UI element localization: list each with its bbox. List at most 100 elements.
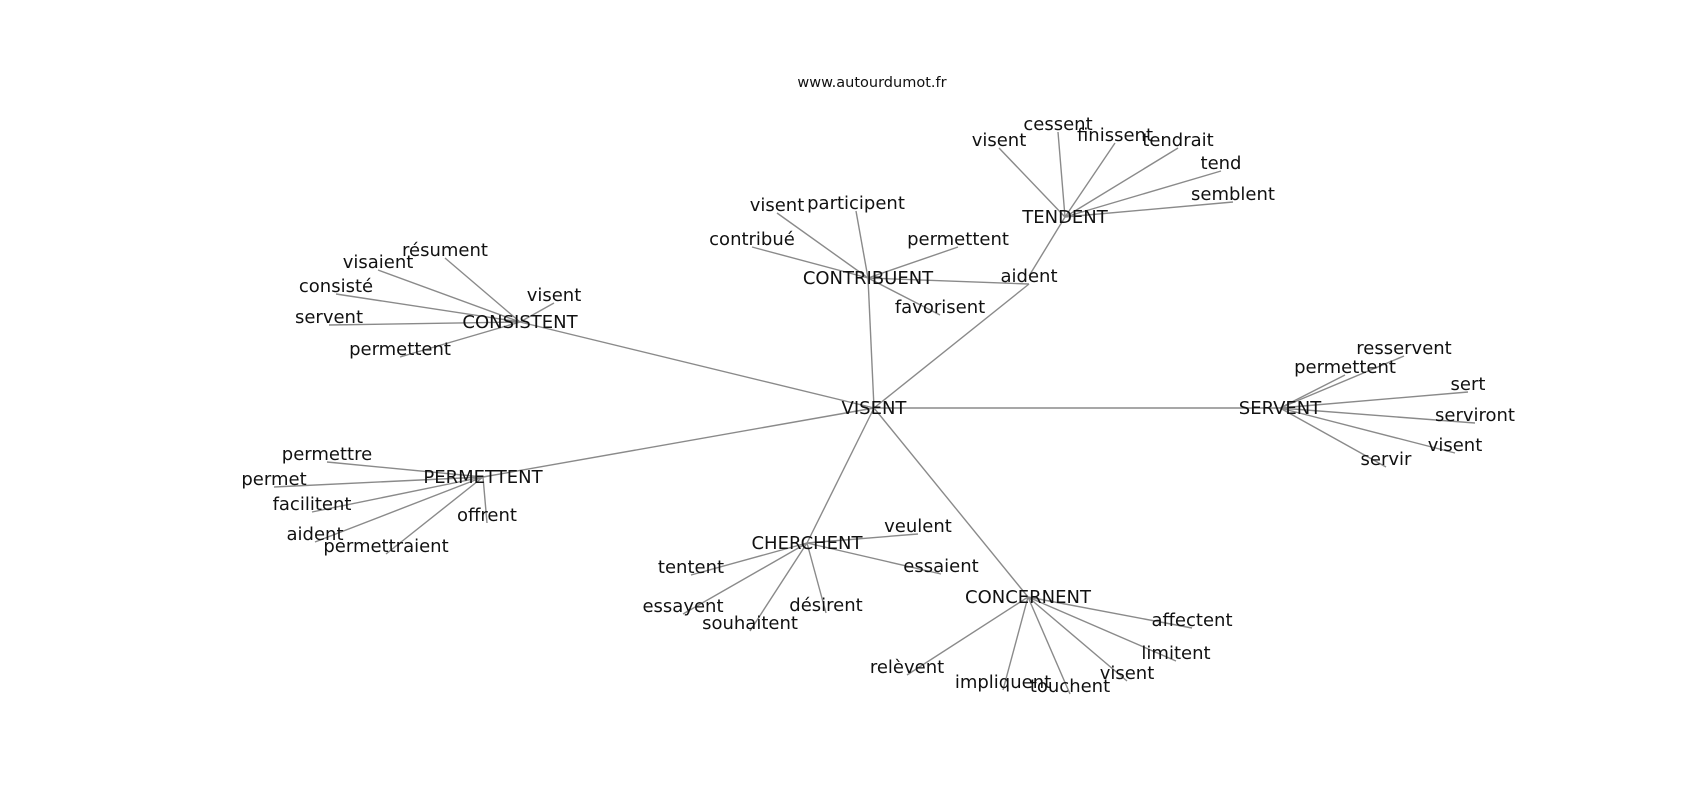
edge-consistent-consistent_servent bbox=[328, 321, 521, 326]
node-consistent-visaient: visaient bbox=[343, 252, 414, 273]
edge-consistent-consistent_visent bbox=[519, 302, 555, 323]
edge-servent-servent_servir bbox=[1279, 407, 1387, 468]
edge-root-contribuent bbox=[867, 277, 875, 409]
node-contribuent-contribue: contribué bbox=[709, 229, 795, 250]
edge-root-cherchent bbox=[806, 407, 875, 544]
edge-root-consistent bbox=[519, 321, 875, 409]
node-tendent-cessent: cessent bbox=[1023, 114, 1092, 135]
node-cherchent-essayent: essayent bbox=[642, 596, 723, 617]
node-concernent-visent: visent bbox=[1100, 663, 1155, 684]
node-consistent-consiste: consisté bbox=[299, 276, 373, 297]
node-tendent-semblent: semblent bbox=[1191, 184, 1275, 205]
edge-permettent-permettent_permettraient bbox=[385, 476, 484, 555]
edge-tendent-tendent_tendrait bbox=[1064, 147, 1179, 218]
node-servent-sert: sert bbox=[1451, 374, 1486, 395]
node-servent-serviront: serviront bbox=[1435, 405, 1515, 426]
node-permettent-offrent: offrent bbox=[457, 505, 517, 526]
edge-concernent-concernent_limitent bbox=[1027, 596, 1177, 662]
edge-permettent-permettent_aident bbox=[314, 476, 484, 543]
edge-cherchent-cherchent_souhaitent bbox=[749, 542, 808, 632]
edge-cherchent-cherchent_essaient bbox=[806, 542, 942, 575]
node-cherchent: CHERCHENT bbox=[751, 533, 863, 554]
node-tendent-visent: visent bbox=[972, 130, 1027, 151]
edge-concernent-concernent_impliquent bbox=[1002, 596, 1029, 691]
edge-servent-servent_resservent bbox=[1279, 355, 1405, 409]
edge-root-contribuent_aident bbox=[873, 283, 1030, 409]
edge-root-permettent bbox=[482, 407, 875, 478]
graph-edges bbox=[273, 131, 1476, 695]
edge-permettent-permettent_facilitent bbox=[311, 476, 484, 513]
node-root: VISENT bbox=[842, 398, 908, 419]
edge-tendent-tendent_finissent bbox=[1064, 142, 1116, 218]
node-servent-visent: visent bbox=[1428, 435, 1483, 456]
edge-tendent-tendent_cessent bbox=[1057, 131, 1066, 218]
node-permettent-aident: aident bbox=[287, 524, 344, 545]
node-concernent-impliquent: impliquent bbox=[955, 672, 1051, 693]
node-servent-servir: servir bbox=[1361, 449, 1413, 470]
node-tendent-tend: tend bbox=[1201, 153, 1242, 174]
edge-permettent-permettent_offrent bbox=[482, 476, 488, 524]
node-permettent: PERMETTENT bbox=[423, 467, 543, 488]
node-concernent-affectent: affectent bbox=[1152, 610, 1233, 631]
node-tendent: TENDENT bbox=[1021, 207, 1109, 228]
node-cherchent-essaient: essaient bbox=[903, 556, 978, 577]
edge-servent-servent_sert bbox=[1279, 391, 1469, 409]
node-servent-permettent: permettent bbox=[1294, 357, 1396, 378]
node-permettent-permettre: permettre bbox=[282, 444, 372, 465]
edge-tendent-tendent_tend bbox=[1064, 170, 1222, 218]
node-permettent-facilitent: facilitent bbox=[273, 494, 352, 515]
edge-consistent-consistent_visaient bbox=[377, 269, 521, 323]
node-servent-resservent: resservent bbox=[1356, 338, 1452, 359]
node-contribuent-favorisent: favorisent bbox=[895, 297, 985, 318]
node-consistent: CONSISTENT bbox=[462, 312, 578, 333]
edge-tendent-tendent_visent bbox=[998, 147, 1066, 218]
source-watermark: www.autourdumot.fr bbox=[797, 75, 946, 91]
edge-concernent-concernent_affectent bbox=[1027, 596, 1193, 629]
node-consistent-servent: servent bbox=[295, 307, 363, 328]
node-tendent-finissent: finissent bbox=[1077, 125, 1153, 146]
edge-contribuent-contribuent_permettent bbox=[867, 246, 959, 279]
node-consistent-permettent: permettent bbox=[349, 339, 451, 360]
edge-contribuent-contribuent_contribue bbox=[751, 246, 869, 279]
node-permettent-permet: permet bbox=[241, 469, 306, 490]
edge-permettent-permettent_permettre bbox=[326, 461, 484, 478]
node-cherchent-veulent: veulent bbox=[884, 516, 952, 537]
edge-contribuent-contribuent_participent bbox=[855, 210, 869, 279]
graph-labels: www.autourdumot.fr VISENT CONSISTENT CONTR… bbox=[241, 75, 1515, 697]
edge-contribuent-contribuent_visent bbox=[776, 212, 869, 279]
edge-contribuent_aident-tendent bbox=[1028, 216, 1066, 277]
edge-concernent-concernent_visent bbox=[1027, 596, 1128, 682]
node-concernent-touchent: touchent bbox=[1030, 676, 1110, 697]
edge-cherchent-cherchent_veulent bbox=[806, 533, 919, 544]
edge-root-concernent bbox=[873, 407, 1029, 598]
node-contribuent-aident: aident bbox=[1001, 266, 1058, 287]
edge-permettent-permettent_permet bbox=[273, 476, 484, 488]
node-permettent-permettraient: permettraient bbox=[323, 536, 448, 557]
edge-concernent-concernent_releven bbox=[906, 596, 1029, 676]
node-contribuent-permettent: permettent bbox=[907, 229, 1009, 250]
node-concernent-limitent: limitent bbox=[1141, 643, 1210, 664]
edge-tendent-tendent_semblent bbox=[1064, 201, 1234, 218]
node-concernent-releven: relèvent bbox=[870, 657, 944, 678]
edge-consistent-consistent_consiste bbox=[335, 293, 521, 323]
edge-consistent-consistent_permettent bbox=[399, 321, 521, 358]
edge-contribuent-contribuent_favorisent bbox=[867, 277, 941, 316]
node-cherchent-souhaitent: souhaitent bbox=[702, 613, 798, 634]
node-cherchent-desirent: désirent bbox=[789, 595, 862, 616]
edge-cherchent-cherchent_essayent bbox=[682, 542, 808, 615]
edge-servent-servent_permettent bbox=[1279, 374, 1346, 409]
node-contribuent-participent: participent bbox=[807, 193, 905, 214]
edge-concernent-concernent_touchent bbox=[1027, 596, 1071, 695]
node-tendent-tendrait: tendrait bbox=[1142, 130, 1213, 151]
edge-cherchent-cherchent_tentent bbox=[690, 542, 808, 576]
edge-servent-servent_visent bbox=[1279, 407, 1456, 454]
node-contribuent-visent: visent bbox=[750, 195, 805, 216]
node-consistent-resument: résument bbox=[402, 240, 488, 261]
edge-contribuent-contribuent_aident bbox=[867, 277, 1030, 285]
edge-servent-servent_serviront bbox=[1279, 407, 1476, 424]
node-contribuent: CONTRIBUENT bbox=[803, 268, 934, 289]
node-cherchent-tentent: tentent bbox=[658, 557, 724, 578]
node-servent: SERVENT bbox=[1239, 398, 1322, 419]
edge-cherchent-cherchent_desirent bbox=[806, 542, 827, 614]
